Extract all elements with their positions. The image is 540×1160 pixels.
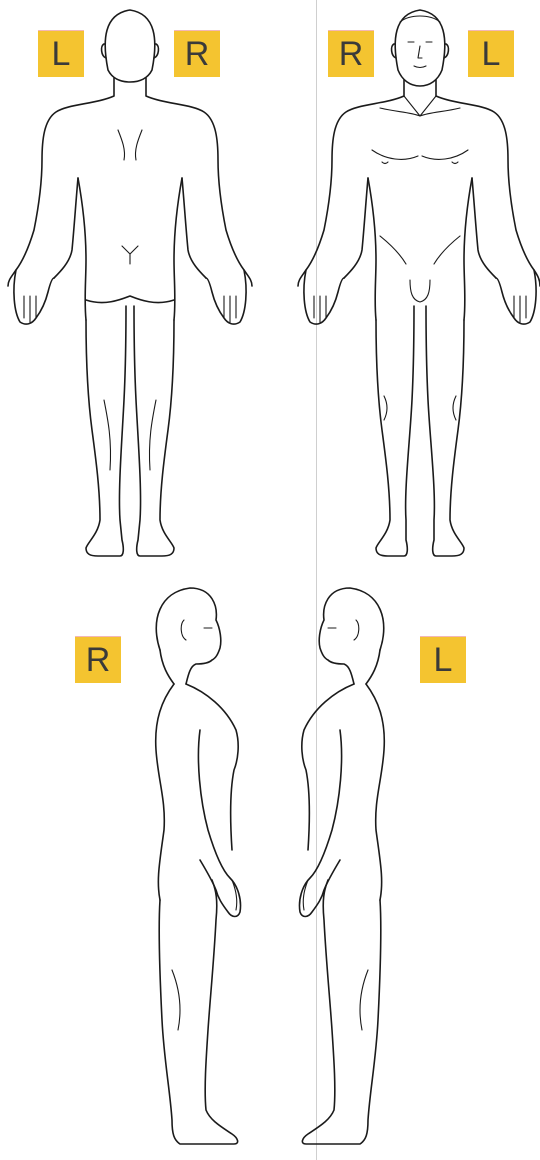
left-side-view-figure xyxy=(299,588,384,1144)
right-side-view-figure xyxy=(156,588,241,1144)
front-view-figure xyxy=(298,10,540,556)
back-view-figure xyxy=(8,10,252,556)
